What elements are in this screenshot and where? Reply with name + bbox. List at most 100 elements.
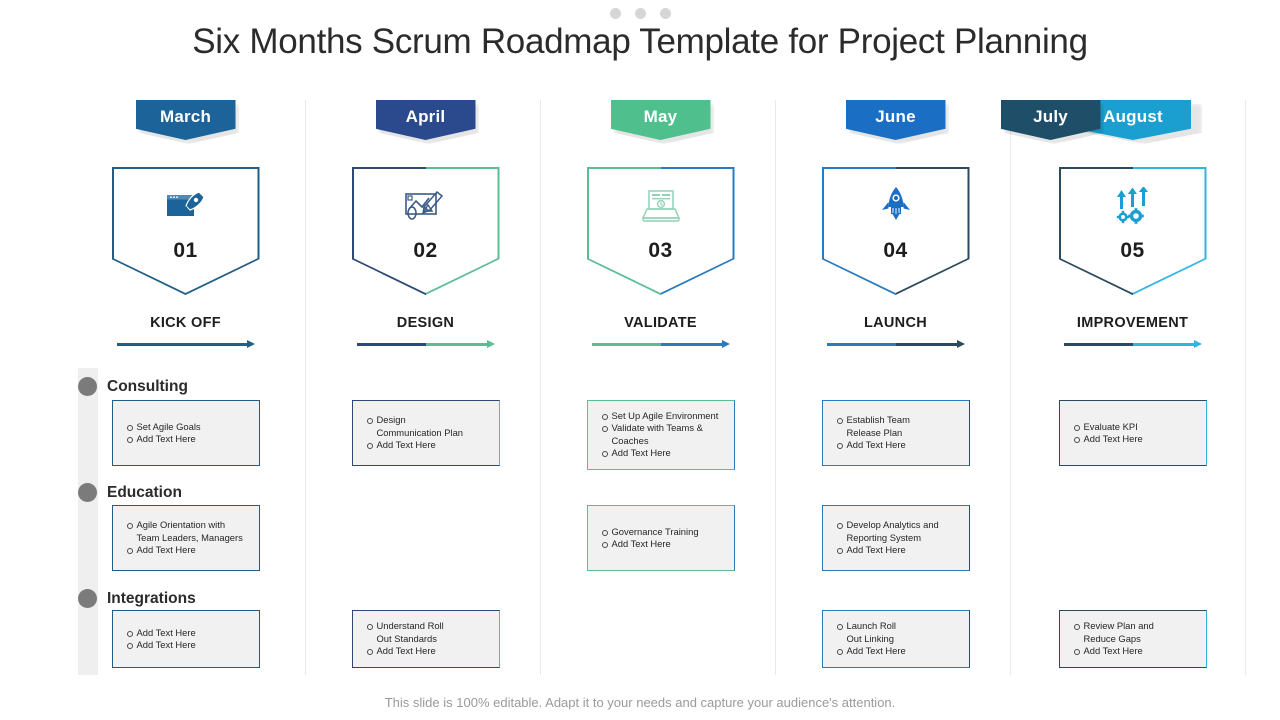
rocket-icon	[879, 185, 913, 227]
stage-number: 01	[173, 239, 198, 262]
stage-arrow	[591, 339, 730, 349]
page-title: Six Months Scrum Roadmap Template for Pr…	[192, 22, 1088, 61]
sidebar-item-integrations[interactable]: Integrations	[78, 589, 196, 608]
dot-3	[659, 8, 671, 19]
stage-number: 03	[648, 239, 673, 262]
stage-block: IMPROVEMENT	[1025, 315, 1240, 349]
slide-decoration-dots	[0, 8, 1280, 19]
column-guide-line-3	[775, 100, 776, 675]
content-bullet-continuation: Out Standards	[376, 632, 437, 644]
browser-rocket-icon	[166, 185, 206, 227]
arrow-bar-left	[356, 343, 426, 346]
column-guide-line-1	[305, 100, 306, 675]
content-bullet-continuation: Communication Plan	[376, 426, 464, 438]
arrow-head	[486, 340, 495, 348]
footer-note: This slide is 100% editable. Adapt it to…	[384, 695, 896, 710]
content-bullet: Set Up Agile Environment	[601, 410, 728, 422]
stage-pentagon-03[interactable]: 03	[586, 167, 735, 295]
design-board-icon	[404, 185, 448, 227]
circle-dot-icon	[78, 377, 97, 396]
content-bullet: Add Text Here	[126, 639, 253, 651]
arrow-bar-left	[826, 343, 896, 346]
content-bullet: Add Text Here	[126, 433, 253, 445]
sidebar-item-label: Education	[107, 483, 182, 501]
content-bullet-continuation: Release Plan	[846, 426, 903, 438]
content-bullet: Validate with Teams &Coaches	[601, 422, 728, 447]
arrow-head	[956, 340, 965, 348]
arrow-bar-right	[1132, 343, 1195, 346]
stage-number: 04	[883, 239, 908, 262]
stage-label: LAUNCH	[863, 315, 927, 331]
content-bullet: Add Text Here	[126, 544, 253, 556]
content-bullet: Add Text Here	[1073, 645, 1200, 657]
stage-label: VALIDATE	[624, 315, 697, 331]
content-bullet-continuation: Coaches	[611, 434, 649, 446]
stage-arrow	[356, 339, 495, 349]
sidebar-item-label: Integrations	[107, 589, 196, 607]
content-bullet-continuation: Out Linking	[846, 632, 894, 644]
arrow-head	[1193, 340, 1202, 348]
circle-dot-icon	[78, 589, 97, 608]
content-bullet-continuation: Team Leaders, Managers	[136, 531, 243, 543]
stage-pentagon-01[interactable]: 01	[111, 167, 260, 295]
arrow-bar-right	[185, 343, 248, 346]
sidebar-item-education[interactable]: Education	[78, 483, 182, 502]
content-bullet: Add Text Here	[126, 627, 253, 639]
column-guide-line-4	[1010, 100, 1011, 675]
stage-label: IMPROVEMENT	[1076, 315, 1189, 331]
stage-label: KICK OFF	[150, 315, 221, 331]
stage-pentagon-04[interactable]: 04	[821, 167, 970, 295]
content-bullet: Add Text Here	[601, 538, 728, 550]
content-bullet-continuation: Reporting System	[846, 531, 922, 543]
roadmap-column-july-banner: July	[788, 100, 1104, 144]
arrow-bar-right	[425, 343, 488, 346]
column-guide-line-2	[540, 100, 541, 675]
column-guide-line-5	[1245, 100, 1246, 675]
content-bullet: Add Text Here	[1073, 433, 1200, 445]
arrow-bar-left	[116, 343, 186, 346]
stage-label: DESIGN	[396, 315, 455, 331]
content-bullet: Add Text Here	[836, 645, 963, 657]
content-bullet-continuation: Reduce Gaps	[1083, 632, 1141, 644]
stage-pentagon-05[interactable]: 05	[1058, 167, 1207, 295]
stage-number: 02	[413, 239, 438, 262]
stage-block: KICK OFF	[78, 315, 293, 349]
dot-2	[634, 8, 646, 19]
stage-block: DESIGN	[318, 315, 533, 349]
stage-arrow	[1063, 339, 1202, 349]
content-bullet: Add Text Here	[366, 439, 493, 451]
arrow-bar-right	[895, 343, 958, 346]
content-bullet: Governance Training	[601, 526, 728, 538]
sidebar-item-consulting[interactable]: Consulting	[78, 377, 188, 396]
content-bullet: Set Agile Goals	[126, 421, 253, 433]
stage-arrow	[116, 339, 255, 349]
content-bullet: Add Text Here	[601, 447, 728, 459]
circle-dot-icon	[78, 483, 97, 502]
stage-pentagon-02[interactable]: 02	[351, 167, 500, 295]
stage-arrow	[826, 339, 965, 349]
dot-1	[609, 8, 621, 19]
